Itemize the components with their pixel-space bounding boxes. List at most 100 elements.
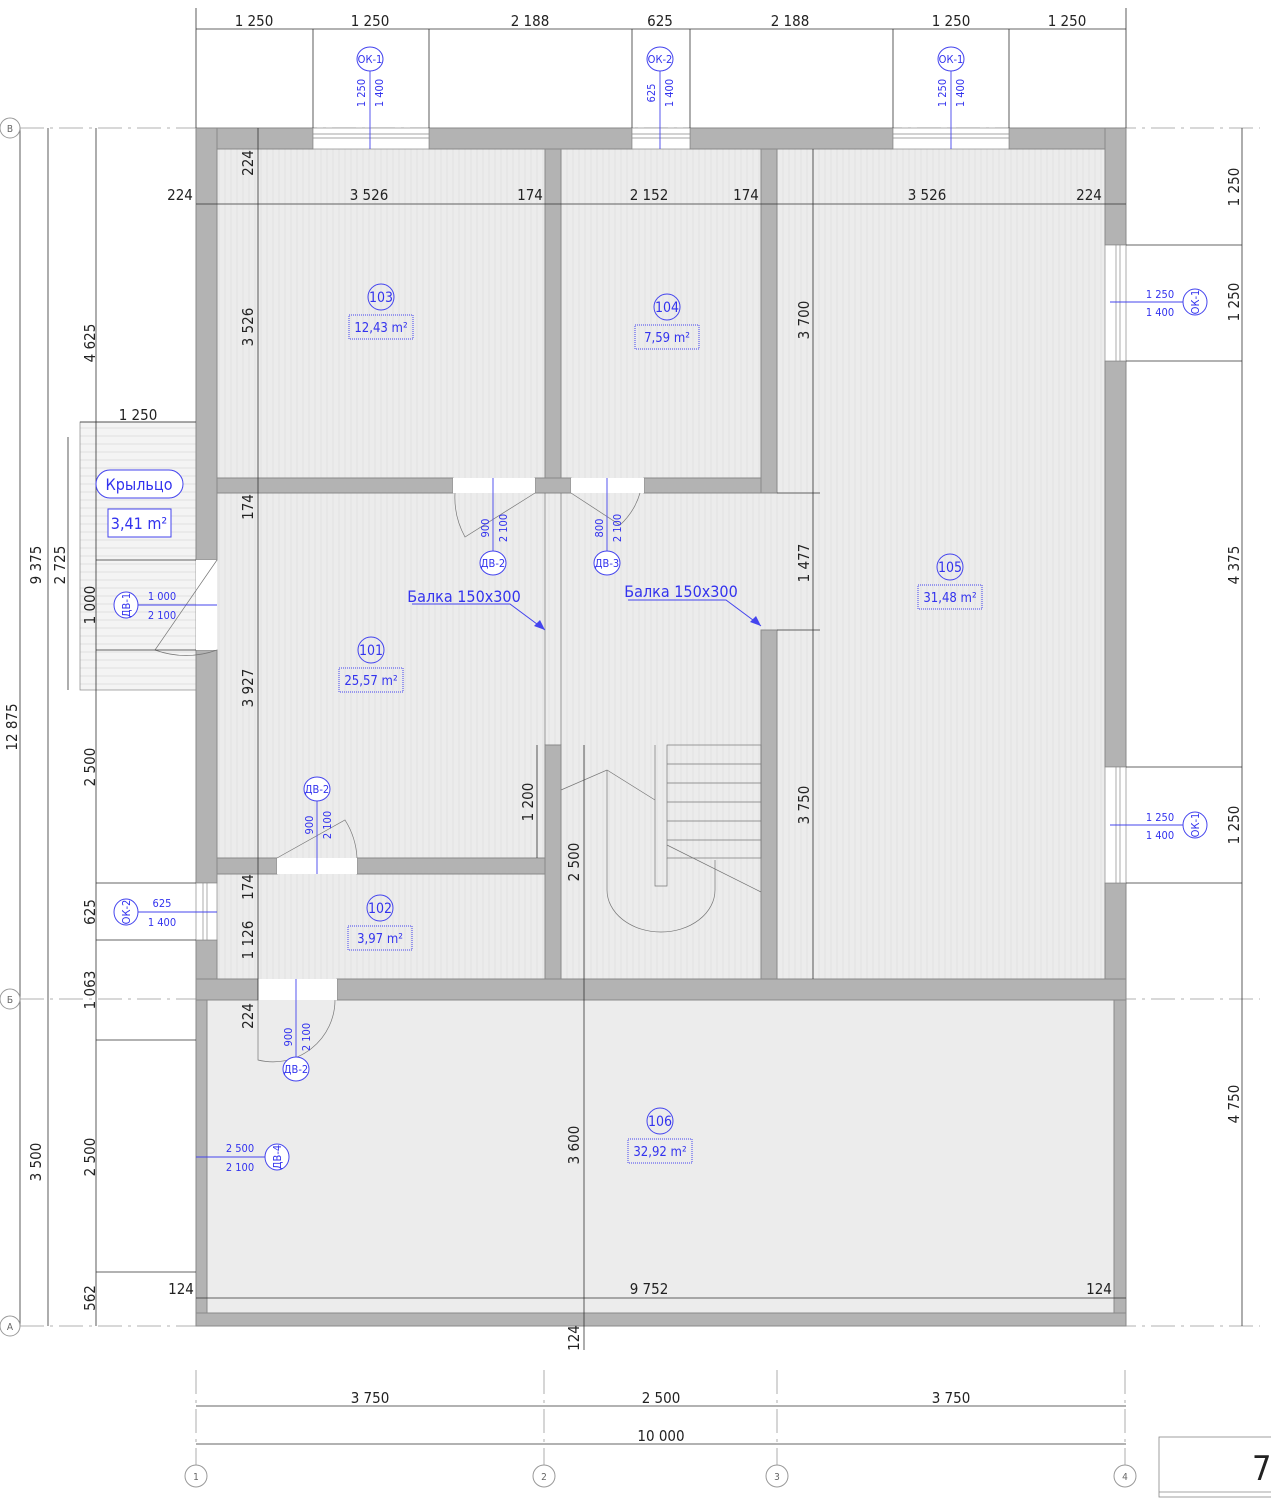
room-number-circle <box>366 894 394 922</box>
dimension-label: 124 <box>565 1325 583 1351</box>
dimension-label: 2 188 <box>511 12 550 30</box>
dimension-label: 224 <box>239 1003 257 1029</box>
dimension-label: 2 500 <box>642 1389 681 1407</box>
room-number-circle <box>367 283 395 311</box>
doors <box>154 478 644 1063</box>
room-number-circle <box>646 1107 674 1135</box>
porch-name: Крыльцо <box>105 475 172 494</box>
axis-bubble <box>765 1464 789 1488</box>
dimension-label: 1 250 <box>235 12 274 30</box>
dimension-label: 1 250 <box>932 12 971 30</box>
opening-tag-circle <box>113 591 139 619</box>
opening-tag-circle <box>113 898 139 926</box>
opening-width: 625 <box>153 897 172 910</box>
room-area-box <box>634 324 700 350</box>
room-number: 105 <box>938 560 962 576</box>
dimension-label: 224 <box>239 150 257 176</box>
opening-width: 900 <box>282 1028 295 1047</box>
opening-height: 1 400 <box>1146 306 1174 319</box>
axis-label: 1 <box>193 1472 199 1483</box>
dimension-label: 3 526 <box>239 308 257 347</box>
room-number: 102 <box>368 901 392 917</box>
dimension-label: 3 750 <box>351 1389 390 1407</box>
room-fills <box>79 149 1114 1313</box>
dimension-label: 4 375 <box>1225 546 1243 585</box>
opening-height: 1 400 <box>663 79 676 107</box>
opening-width: 900 <box>303 816 316 835</box>
arrow-icon <box>534 620 545 630</box>
room-area-box <box>627 1138 693 1164</box>
beam-label: Балка 150x300 <box>407 587 520 606</box>
dimension-label: 2 500 <box>81 1138 99 1177</box>
dimension-label: 12 875 <box>3 703 21 750</box>
opening-tag: ОК-1 <box>1189 290 1202 315</box>
dimension-label: 124 <box>168 1280 194 1298</box>
opening-tag: ДВ-1 <box>120 593 133 617</box>
beam-label: Балка 150x300 <box>624 582 737 601</box>
beam-leader <box>412 603 546 631</box>
axis-bubble <box>0 1315 21 1337</box>
walls <box>195 127 1127 1327</box>
opening-height: 1 400 <box>1146 829 1174 842</box>
room-number: 104 <box>655 300 679 316</box>
opening-tag: ДВ-3 <box>595 557 619 570</box>
porch-name-box <box>95 469 184 499</box>
porch-area-box <box>107 508 172 538</box>
dimension-label: 9 375 <box>27 546 45 585</box>
opening-tag: ОК-1 <box>358 53 383 66</box>
opening-tag-circle <box>264 1143 290 1171</box>
opening-tag: ДВ-2 <box>481 557 505 570</box>
dimension-lines <box>19 8 1243 1445</box>
opening-tag-circle <box>646 46 674 72</box>
staircase <box>560 744 762 933</box>
sheet-number: 77 <box>1252 1449 1271 1489</box>
dimension-label: 4 750 <box>1225 1085 1243 1124</box>
opening-height: 1 400 <box>148 916 176 929</box>
opening-height: 2 100 <box>321 811 334 839</box>
dimension-label: 174 <box>239 874 257 900</box>
dimension-label: 174 <box>517 186 543 204</box>
dimension-label: 1 000 <box>81 586 99 625</box>
opening-height: 1 400 <box>373 79 386 107</box>
opening-tag-circle <box>356 46 384 72</box>
dimension-label: 174 <box>239 494 257 520</box>
dimension-label: 3 927 <box>239 669 257 708</box>
dimension-label: 2 725 <box>51 546 69 585</box>
room-number: 103 <box>369 290 393 306</box>
room-area-box <box>338 667 404 693</box>
room-area-box <box>347 925 413 951</box>
opening-tag-circle <box>303 776 331 802</box>
opening-height: 2 100 <box>148 609 176 622</box>
dimension-label: 1 126 <box>239 921 257 960</box>
axis-bubble <box>0 988 21 1010</box>
opening-width: 800 <box>593 519 606 538</box>
opening-width: 625 <box>645 84 658 103</box>
opening-width: 1 250 <box>355 79 368 107</box>
dimension-label: 3 750 <box>932 1389 971 1407</box>
opening-tag: ДВ-4 <box>271 1145 284 1169</box>
room-area: 7,59 m² <box>644 331 690 346</box>
dimension-label: 3 700 <box>795 301 813 340</box>
opening-tag: ОК-1 <box>1189 813 1202 838</box>
dimension-label: 124 <box>1086 1280 1112 1298</box>
room-area-box <box>917 584 983 610</box>
opening-height: 2 100 <box>497 514 510 542</box>
opening-height: 2 100 <box>300 1023 313 1051</box>
opening-width: 1 250 <box>936 79 949 107</box>
dimension-label: 224 <box>167 186 193 204</box>
dimension-label: 2 152 <box>630 186 669 204</box>
opening-tag: ОК-2 <box>648 53 673 66</box>
dimension-label: 174 <box>733 186 759 204</box>
opening-width: 900 <box>479 519 492 538</box>
dimension-label: 1 477 <box>795 544 813 583</box>
opening-tag: ДВ-2 <box>284 1063 308 1076</box>
opening-tag-circle <box>1182 288 1208 316</box>
dimension-label: 3 526 <box>350 186 389 204</box>
opening-width: 1 000 <box>148 590 176 603</box>
room-area: 32,92 m² <box>633 1145 686 1160</box>
porch-area: 3,41 m² <box>111 514 167 533</box>
dimension-label: 1 063 <box>81 971 99 1010</box>
beam-leader <box>628 599 762 627</box>
dimension-label: 1 200 <box>519 783 537 822</box>
room-area-box <box>348 314 414 340</box>
